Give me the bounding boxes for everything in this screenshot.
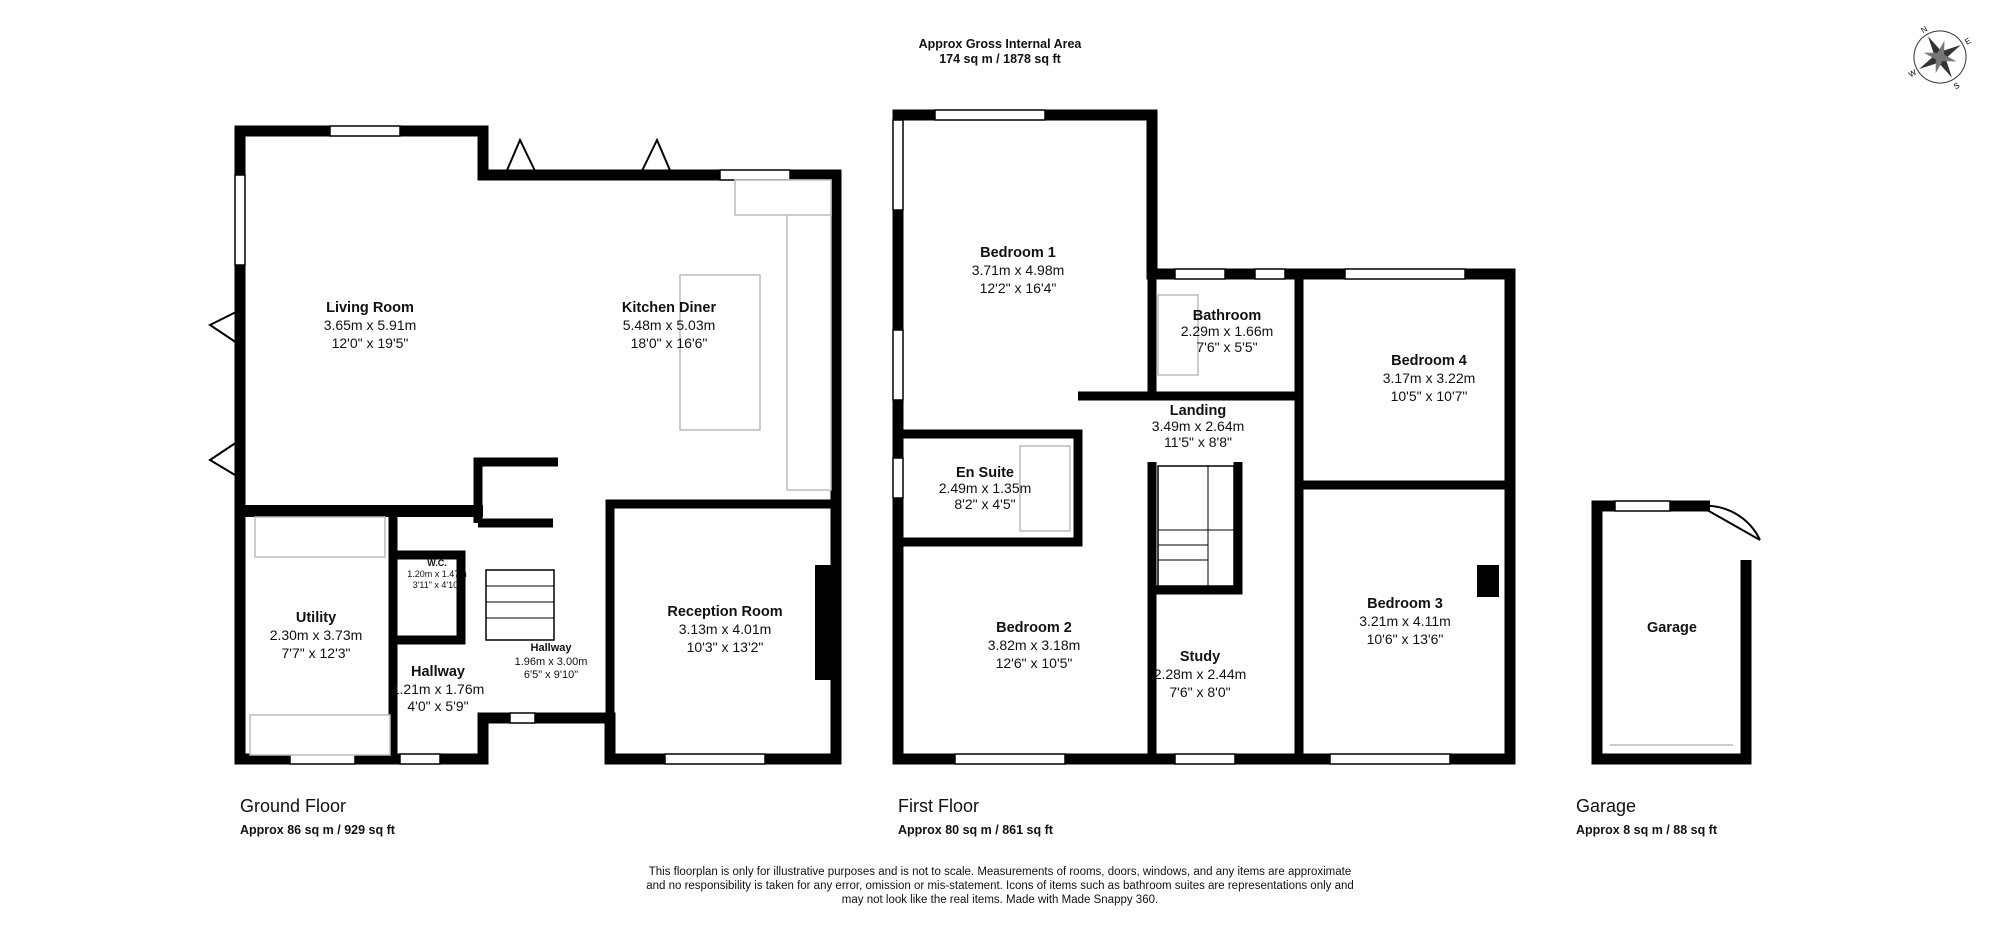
first-floor-area: Approx 80 sq m / 861 sq ft xyxy=(898,823,1054,837)
room-name: Bathroom xyxy=(1193,308,1261,324)
gross-area-value: 174 sq m / 1878 sq ft xyxy=(939,52,1061,66)
room-kitchen-diner: Kitchen Diner 5.48m x 5.03m 18'0" x 16'6… xyxy=(622,300,717,351)
room-imperial: 8'2" x 4'5" xyxy=(954,496,1015,512)
room-metric: 2.49m x 1.35m xyxy=(939,480,1032,496)
room-imperial: 11'5" x 8'8" xyxy=(1164,434,1232,450)
room-name: Living Room xyxy=(326,300,414,316)
room-imperial: 7'6" x 5'5" xyxy=(1196,339,1257,355)
room-bathroom: Bathroom 2.29m x 1.66m 7'6" x 5'5" xyxy=(1181,308,1274,355)
room-name: Study xyxy=(1180,649,1220,665)
room-metric: 3.82m x 3.18m xyxy=(988,637,1081,653)
room-metric: 2.29m x 1.66m xyxy=(1181,323,1274,339)
ground-floor-rooms: Living Room 3.65m x 5.91m 12'0" x 19'5" … xyxy=(270,300,783,714)
room-name: Hallway xyxy=(411,664,465,680)
room-name: Bedroom 2 xyxy=(996,620,1072,636)
garage-label: Garage xyxy=(1576,796,1636,816)
room-imperial: 4'0" x 5'9" xyxy=(407,698,468,714)
disclaimer-line: This floorplan is only for illustrative … xyxy=(649,866,1351,878)
room-metric: 3.17m x 3.22m xyxy=(1383,370,1476,386)
room-wc: W.C. 1.20m x 1.47m 3'11" x 4'10" xyxy=(407,558,467,590)
room-metric: 2.30m x 3.73m xyxy=(270,627,363,643)
room-imperial: 7'6" x 8'0" xyxy=(1169,684,1230,700)
gross-area-title: Approx Gross Internal Area xyxy=(919,37,1083,51)
room-utility: Utility 2.30m x 3.73m 7'7" x 12'3" xyxy=(270,610,363,661)
disclaimer-line: may not look like the real items. Made w… xyxy=(842,894,1158,906)
room-metric: 2.28m x 2.44m xyxy=(1154,666,1247,682)
room-name: Reception Room xyxy=(667,604,782,620)
room-living-room: Living Room 3.65m x 5.91m 12'0" x 19'5" xyxy=(324,300,417,351)
room-study: Study 2.28m x 2.44m 7'6" x 8'0" xyxy=(1154,649,1247,700)
room-hallway-small: Hallway 1.21m x 1.76m 4'0" x 5'9" xyxy=(392,664,485,714)
room-metric: 3.71m x 4.98m xyxy=(972,262,1065,278)
room-name: Hallway xyxy=(531,642,573,654)
first-floor-label: First Floor xyxy=(898,796,979,816)
room-reception-room: Reception Room 3.13m x 4.01m 10'3" x 13'… xyxy=(667,604,782,655)
room-metric: 3.65m x 5.91m xyxy=(324,317,417,333)
room-name: Bedroom 4 xyxy=(1391,353,1467,369)
room-garage: Garage xyxy=(1647,620,1697,636)
room-imperial: 3'11" x 4'10" xyxy=(413,580,462,590)
room-hallway-main: Hallway 1.96m x 3.00m 6'5" x 9'10" xyxy=(515,642,588,681)
garage-plan: Garage xyxy=(1591,500,1761,765)
compass-s: S xyxy=(1952,81,1961,91)
room-imperial: 12'0" x 19'5" xyxy=(332,335,409,351)
room-name: Landing xyxy=(1170,403,1226,419)
compass-w: W xyxy=(1907,67,1918,79)
compass-e: E xyxy=(1963,36,1972,46)
compass-n: N xyxy=(1919,24,1929,35)
room-name: Utility xyxy=(296,610,336,626)
first-floor-rooms: Bedroom 1 3.71m x 4.98m 12'2" x 16'4" Ba… xyxy=(939,245,1476,700)
first-floor-plan xyxy=(892,109,1516,765)
room-bedroom-1: Bedroom 1 3.71m x 4.98m 12'2" x 16'4" xyxy=(972,245,1065,296)
room-metric: 1.21m x 1.76m xyxy=(392,681,485,697)
room-imperial: 18'0" x 16'6" xyxy=(631,335,708,351)
room-metric: 1.20m x 1.47m xyxy=(407,569,467,579)
room-metric: 3.49m x 2.64m xyxy=(1152,418,1245,434)
room-name: En Suite xyxy=(956,465,1014,481)
garage-area: Approx 8 sq m / 88 sq ft xyxy=(1576,823,1718,837)
room-name: Bedroom 3 xyxy=(1367,596,1443,612)
room-bedroom-3: Bedroom 3 3.21m x 4.11m 10'6" x 13'6" xyxy=(1359,596,1451,647)
room-imperial: 12'6" x 10'5" xyxy=(996,655,1073,671)
compass-rose-icon: N E S W xyxy=(1907,24,1973,91)
room-imperial: 12'2" x 16'4" xyxy=(980,280,1057,296)
room-metric: 3.13m x 4.01m xyxy=(679,621,772,637)
room-bedroom-2: Bedroom 2 3.82m x 3.18m 12'6" x 10'5" xyxy=(988,620,1081,671)
room-bedroom-4: Bedroom 4 3.17m x 3.22m 10'5" x 10'7" xyxy=(1383,353,1476,404)
room-imperial: 10'5" x 10'7" xyxy=(1391,388,1468,404)
room-landing: Landing 3.49m x 2.64m 11'5" x 8'8" xyxy=(1152,403,1245,450)
ground-floor-plan xyxy=(208,125,842,765)
room-name: Kitchen Diner xyxy=(622,300,717,316)
room-metric: 5.48m x 5.03m xyxy=(623,317,716,333)
room-en-suite: En Suite 2.49m x 1.35m 8'2" x 4'5" xyxy=(939,465,1032,512)
room-imperial: 10'3" x 13'2" xyxy=(687,639,764,655)
room-imperial: 6'5" x 9'10" xyxy=(524,669,578,681)
room-name: W.C. xyxy=(427,558,447,568)
ground-floor-label: Ground Floor xyxy=(240,796,346,816)
room-imperial: 7'7" x 12'3" xyxy=(282,645,351,661)
room-metric: 1.96m x 3.00m xyxy=(515,656,588,668)
disclaimer: This floorplan is only for illustrative … xyxy=(646,866,1354,906)
room-name: Bedroom 1 xyxy=(980,245,1056,261)
disclaimer-line: and no responsibility is taken for any e… xyxy=(646,880,1354,892)
ground-floor-area: Approx 86 sq m / 929 sq ft xyxy=(240,823,396,837)
room-imperial: 10'6" x 13'6" xyxy=(1367,631,1444,647)
room-metric: 3.21m x 4.11m xyxy=(1359,613,1451,629)
